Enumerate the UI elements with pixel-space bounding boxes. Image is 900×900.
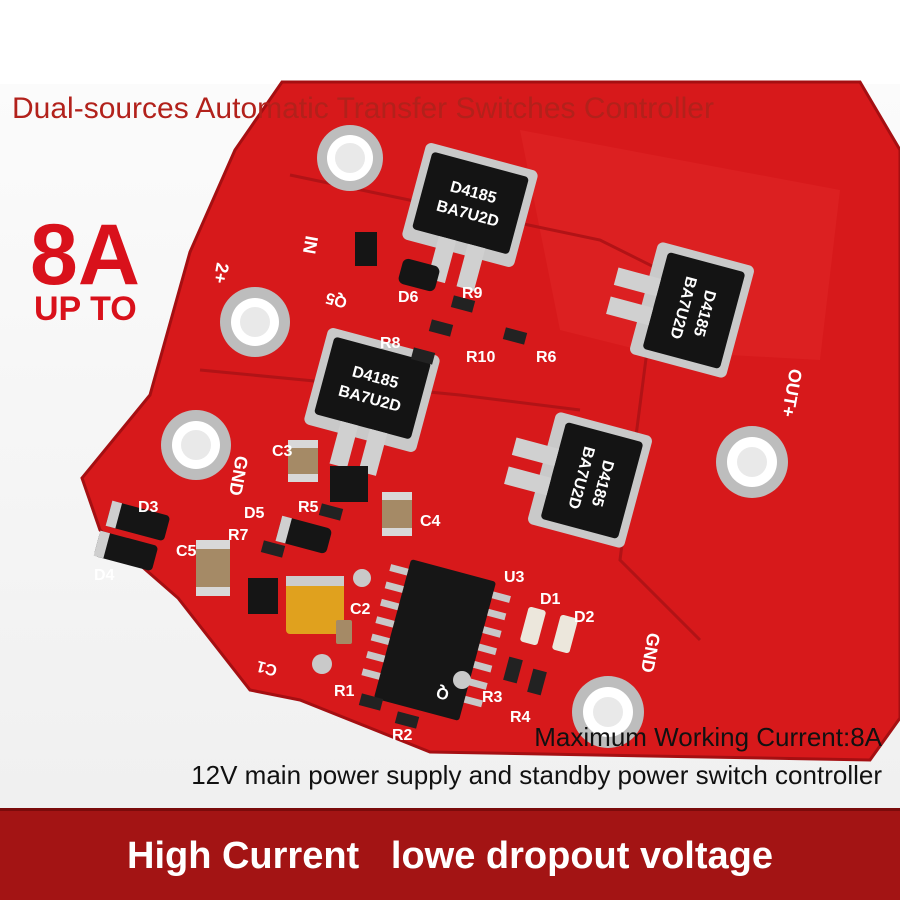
label-d5: D5 — [244, 505, 265, 522]
product-title: Dual-sources Automatic Transfer Switches… — [12, 92, 714, 125]
transistor-q-mid — [330, 466, 368, 502]
label-c5: C5 — [176, 543, 197, 560]
label-r1: R1 — [334, 683, 355, 700]
mounting-hole-in — [317, 125, 383, 191]
feature-banner: High Current lowe dropout voltage — [0, 808, 900, 900]
label-d2: D2 — [574, 609, 595, 626]
capacitor-c4 — [382, 492, 412, 536]
label-v-plus: 2+ — [209, 261, 232, 285]
capacitor-c3 — [288, 440, 318, 482]
label-r6: R6 — [536, 349, 557, 366]
label-in: IN — [299, 234, 322, 255]
label-r5: R5 — [298, 499, 319, 516]
mounting-hole-v-plus — [220, 287, 290, 357]
label-r2: R2 — [392, 727, 413, 744]
max-current-caption: Maximum Working Current:8A — [534, 722, 882, 752]
label-r9: R9 — [462, 285, 483, 302]
label-d3: D3 — [138, 499, 159, 516]
mounting-hole-gnd-left — [161, 410, 231, 480]
diode-d5 — [275, 515, 332, 554]
mounting-hole-out-plus — [716, 426, 788, 498]
label-r7: R7 — [228, 527, 249, 544]
current-rating: 8A — [30, 207, 140, 303]
label-u3: U3 — [504, 569, 525, 586]
diode-d4 — [93, 530, 158, 571]
mosfet-4: D4185 BA7U2D — [504, 412, 652, 548]
label-c2: C2 — [350, 601, 371, 618]
label-d4: D4 — [94, 567, 115, 584]
resistors — [260, 295, 547, 729]
label-d1: D1 — [540, 591, 561, 608]
transistor-q5 — [355, 232, 377, 266]
diode-d6 — [398, 258, 440, 292]
capacitor-c5 — [196, 540, 230, 596]
capacitor-c1 — [286, 576, 344, 634]
mosfet-2: D4185 BA7U2D — [606, 242, 754, 378]
top-whitespace — [0, 0, 900, 84]
label-d6: D6 — [398, 289, 419, 306]
label-q: Q — [435, 683, 451, 703]
label-r10: R10 — [466, 349, 495, 366]
label-c1: C1 — [255, 657, 279, 679]
pcb-copper-shading — [520, 130, 840, 360]
mosfet-3: D4185 BA7U2D — [304, 328, 440, 476]
label-c3: C3 — [272, 443, 293, 460]
mounting-hole-gnd-right — [572, 676, 644, 748]
description-caption: 12V main power supply and standby power … — [191, 760, 882, 790]
label-r8: R8 — [380, 335, 401, 352]
mosfet-1: D4185 BA7U2D — [402, 143, 538, 291]
diode-d3 — [105, 500, 170, 541]
label-r4: R4 — [510, 709, 531, 726]
led-d1 — [520, 606, 546, 646]
feature-banner-text: High Current lowe dropout voltage — [127, 835, 773, 877]
label-q5: Q5 — [324, 289, 349, 311]
label-r3: R3 — [482, 689, 503, 706]
via-holes — [312, 569, 471, 689]
current-rating-prefix: UP TO — [34, 290, 137, 328]
led-d2 — [552, 614, 578, 654]
capacitor-c2 — [336, 620, 352, 644]
transistor-q-left — [248, 578, 278, 614]
label-c4: C4 — [420, 513, 441, 530]
